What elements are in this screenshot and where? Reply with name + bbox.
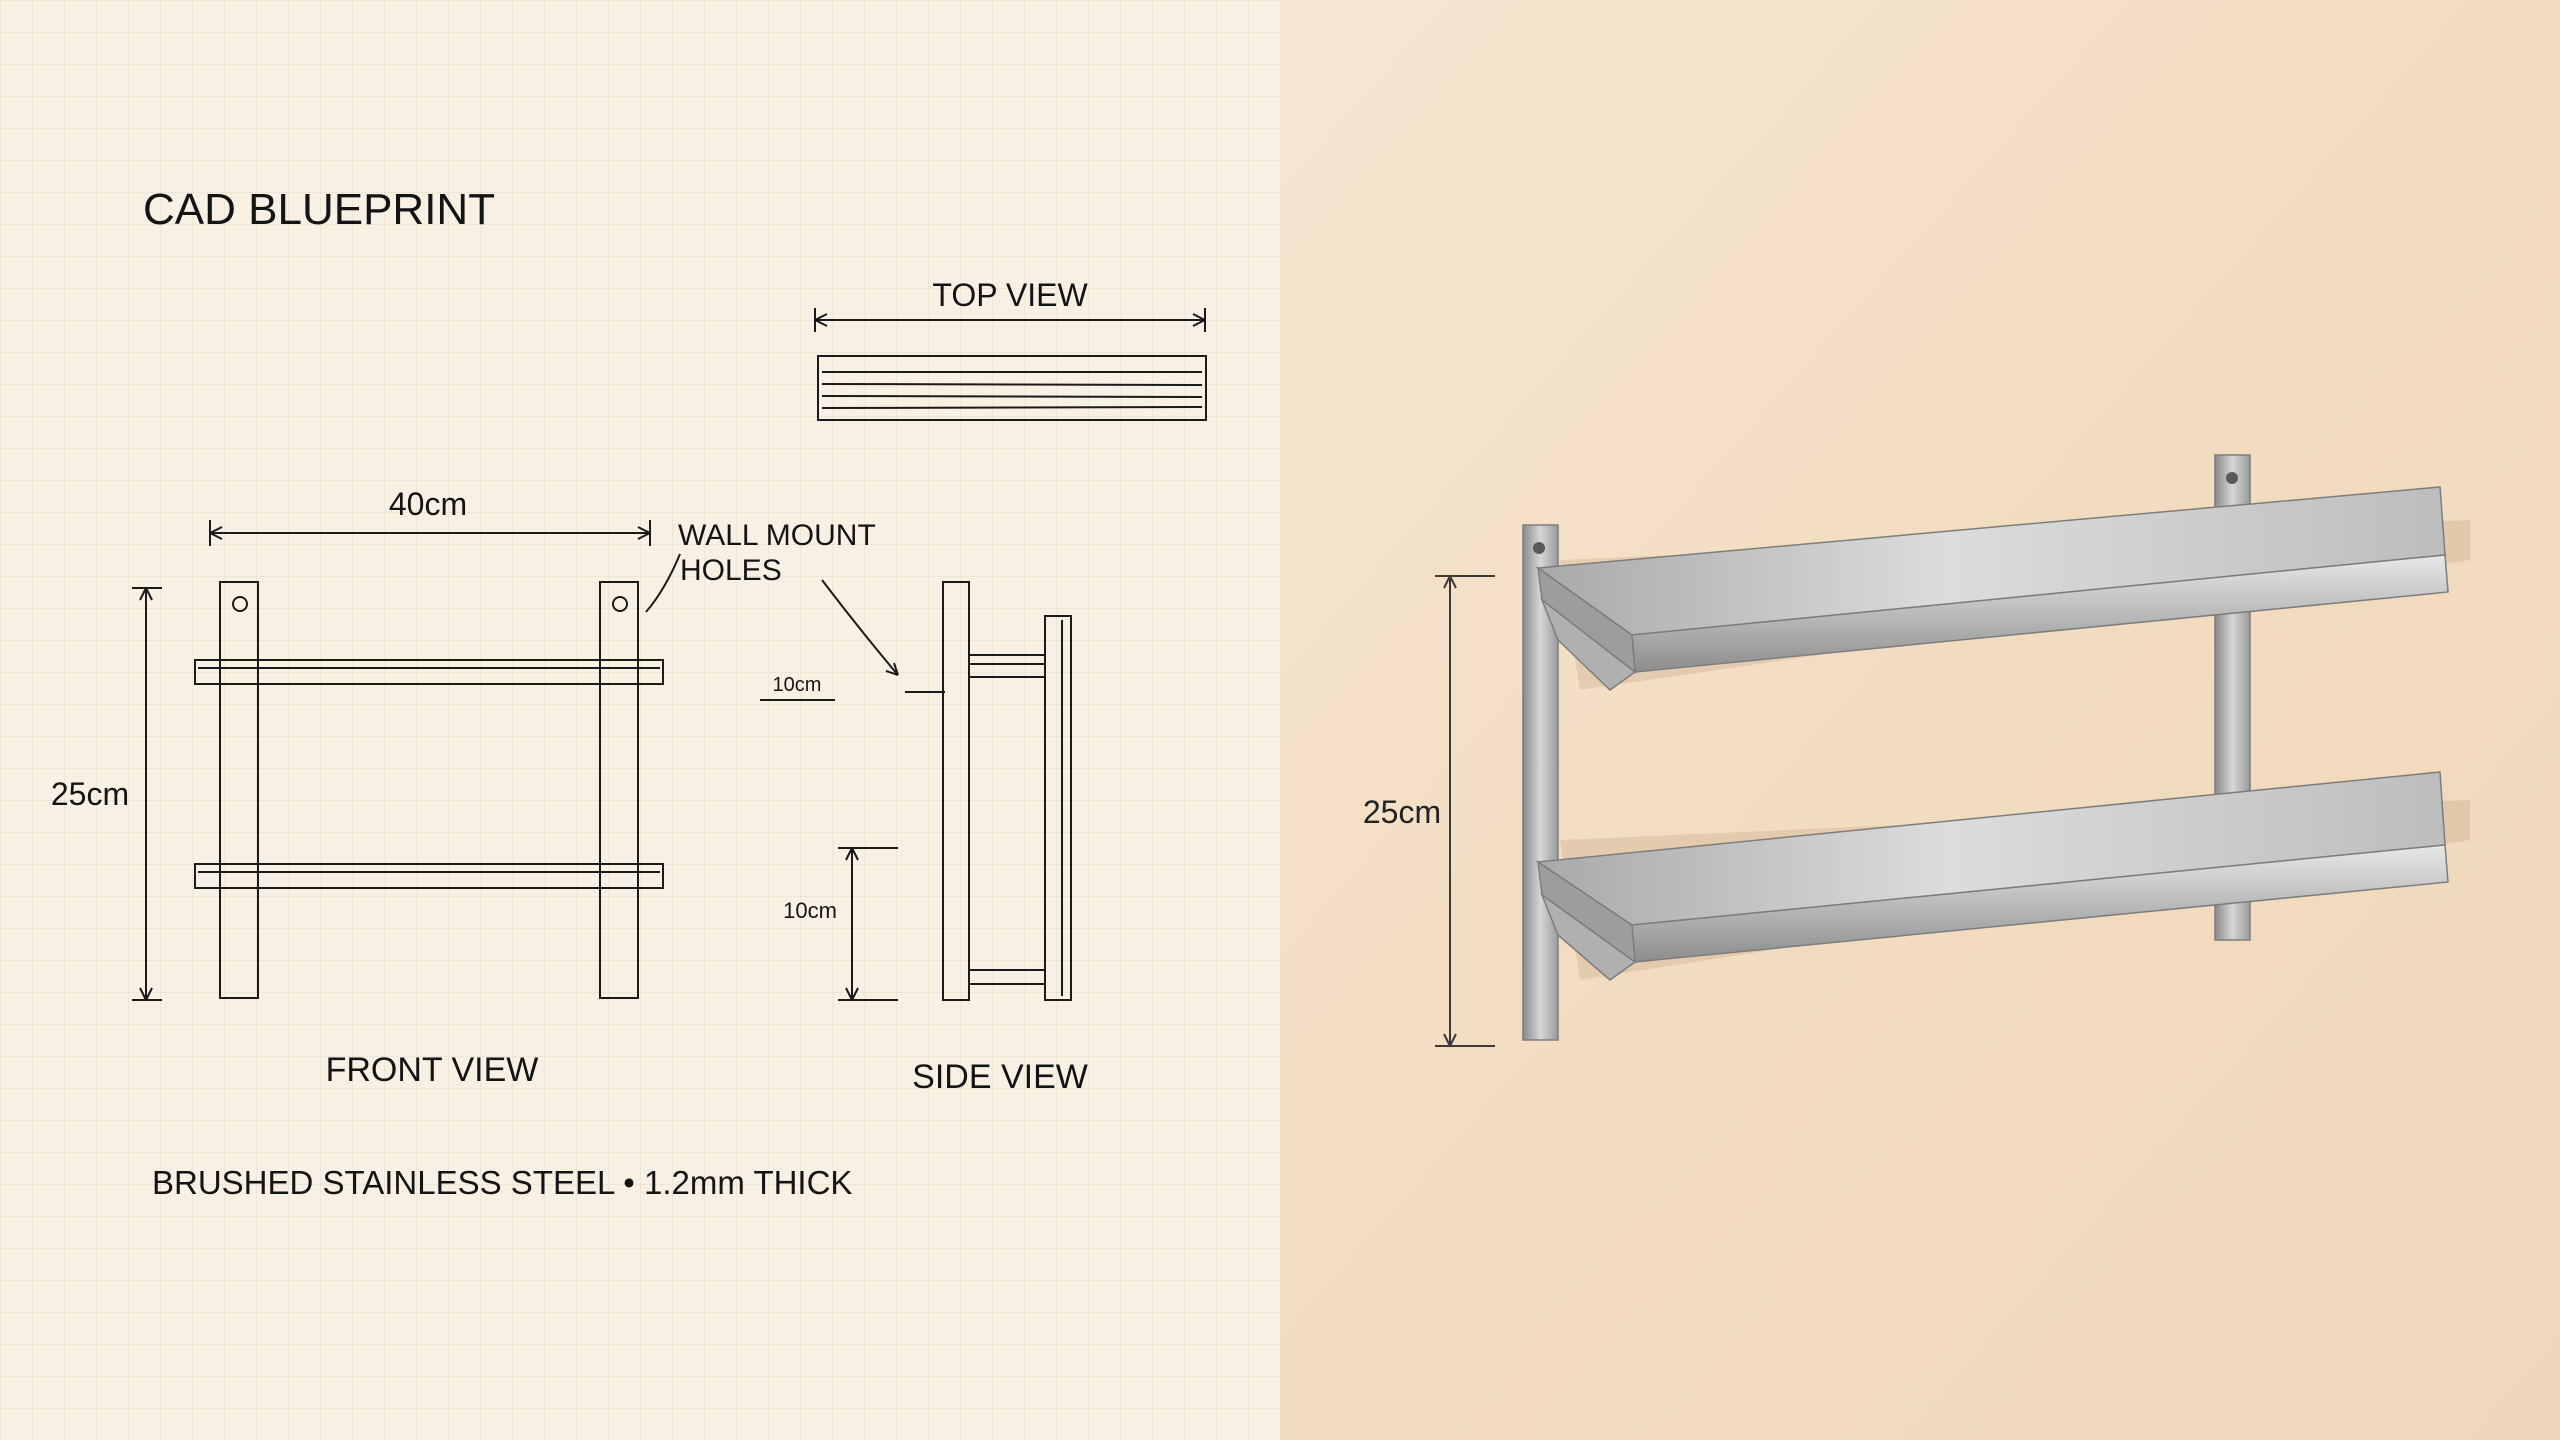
- material-note: BRUSHED STAINLESS STEEL • 1.2mm THICK: [152, 1164, 852, 1201]
- front-view-label: FRONT VIEW: [326, 1051, 539, 1089]
- front-view: [132, 520, 681, 1001]
- photo-height-label: 25cm: [1363, 794, 1441, 830]
- wall-mount-callout-line1: WALL MOUNT: [678, 519, 876, 552]
- front-view-width-label: 40cm: [389, 486, 467, 522]
- mount-hole-left: [1533, 542, 1545, 554]
- side-view-depth-label: 10cm: [773, 674, 822, 696]
- blueprint-panel: CAD BLUEPRINT TOP VIEW: [0, 0, 1280, 1440]
- side-view-label: SIDE VIEW: [912, 1058, 1088, 1096]
- side-view-lower-label: 10cm: [783, 898, 837, 923]
- front-view-height-label: 25cm: [51, 776, 129, 812]
- mount-hole-right: [2226, 472, 2238, 484]
- photo-height-dimension: [1435, 575, 1495, 1047]
- blueprint-title: CAD BLUEPRINT: [143, 185, 495, 234]
- blueprint-grid: [0, 0, 1280, 1440]
- wall-mount-callout-line2: HOLES: [680, 554, 782, 587]
- product-photo-panel: 25cm: [1280, 0, 2560, 1440]
- top-shelf: [1535, 486, 2449, 691]
- wall-background: [1280, 0, 2560, 1440]
- bottom-shelf: [1535, 771, 2449, 981]
- side-view: [760, 579, 1072, 1001]
- top-view-label: TOP VIEW: [932, 277, 1088, 313]
- top-view: [814, 308, 1207, 421]
